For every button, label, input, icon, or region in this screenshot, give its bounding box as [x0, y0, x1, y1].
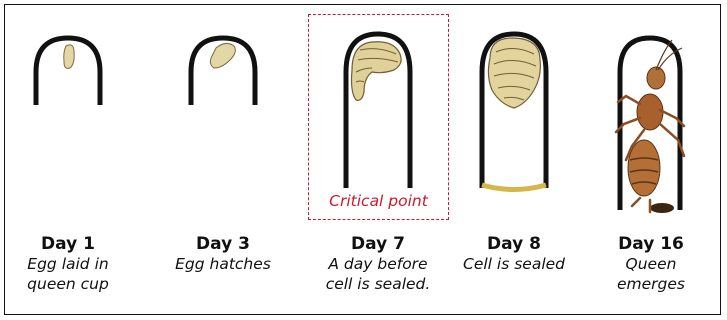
queen-cell-day16	[616, 38, 684, 213]
stage-description: Cell is sealed	[444, 254, 584, 274]
queen-cup-day3	[191, 38, 255, 105]
stage-day-label: Day 8	[444, 234, 584, 254]
stage-day-label: Day 16	[581, 234, 721, 254]
hatching-larva-icon	[210, 43, 235, 68]
queen-bee-icon	[616, 40, 684, 213]
queen-cup-day1	[36, 38, 100, 105]
critical-point-box	[308, 14, 449, 220]
stage-day-label: Day 3	[153, 234, 293, 254]
critical-point-label: Critical point	[308, 192, 449, 210]
queen-cell-day8	[482, 34, 546, 190]
cell-seal-icon	[482, 185, 546, 190]
egg-icon	[64, 45, 74, 69]
stage-day-label: Day 1	[0, 234, 138, 254]
stage-description: Egg hatches	[153, 254, 293, 274]
stage-day-label: Day 7	[308, 234, 448, 254]
